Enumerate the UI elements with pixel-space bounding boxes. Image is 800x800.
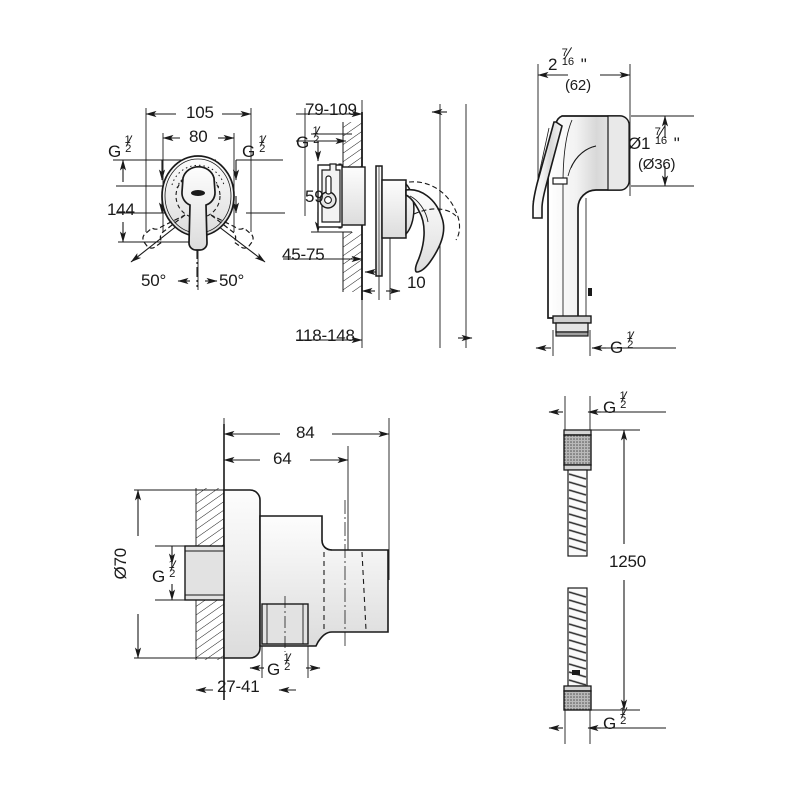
value: 2 <box>548 55 558 74</box>
dim-side-projection-118-148: 118-148 <box>295 326 355 345</box>
thread-letter: G <box>242 142 256 161</box>
hand-shower-geometry <box>532 64 694 356</box>
value: Ø1 <box>628 134 651 153</box>
dim-union-wall-depth-27-41: 27-41 <box>217 677 260 696</box>
dim-front-angle-right: 50° <box>219 271 245 290</box>
wall-union-geometry <box>134 418 390 700</box>
dim-hose-length-1250: 1250 <box>609 552 647 571</box>
thread-letter: G <box>267 660 281 679</box>
inch-mark: " <box>673 134 680 153</box>
dim-union-total-84: 84 <box>296 423 315 442</box>
thread-letter: G <box>152 567 166 586</box>
dim-union-inner-64: 64 <box>273 449 292 468</box>
dim-front-width-105: 105 <box>186 103 214 122</box>
thread-letter: G <box>603 714 617 733</box>
dim-side-depth-45-75: 45-75 <box>282 245 325 264</box>
dim-shower-length-mm: (62) <box>565 77 591 94</box>
inch-mark: " <box>580 55 587 74</box>
dim-union-flange-d70: Ø70 <box>111 548 130 580</box>
thread-letter: G <box>296 133 310 152</box>
dim-front-angle-left: 50° <box>141 271 167 290</box>
dim-front-height-144: 144 <box>107 200 135 219</box>
dim-side-depth-79-109: 79-109 <box>305 100 357 119</box>
dim-front-width-80: 80 <box>189 127 208 146</box>
dim-side-plate-10: 10 <box>407 273 426 292</box>
thread-letter: G <box>603 398 617 417</box>
front-view-geometry <box>113 108 285 290</box>
thread-letter: G <box>108 142 122 161</box>
dim-side-offset-59: 59 <box>305 187 324 206</box>
side-section-geometry <box>283 100 473 348</box>
thread-letter: G <box>610 338 624 357</box>
dim-shower-diameter-mm: (Ø36) <box>638 156 676 173</box>
hose-geometry <box>548 396 666 744</box>
